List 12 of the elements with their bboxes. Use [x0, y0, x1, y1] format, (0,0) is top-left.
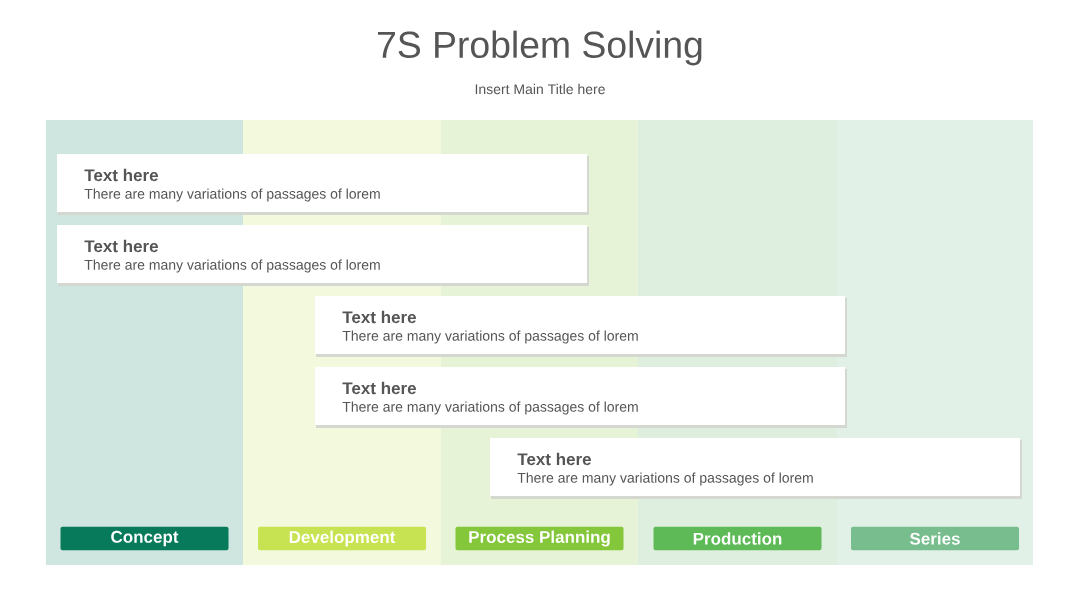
phase-label: Concept	[60, 526, 229, 551]
text-card: Text here There are many variations of passages of lorem	[57, 154, 589, 215]
title: 7S Problem Solving	[378, 30, 702, 66]
phase-label: Production	[653, 526, 822, 551]
phase-label: Process Planning	[455, 526, 624, 551]
text-card: Text here There are many variations of passages of lorem	[315, 296, 847, 357]
subtitle: Insert Main Title here	[475, 83, 605, 95]
phase-label: Series	[851, 526, 1019, 551]
phase-label: Development	[258, 526, 426, 551]
text-card: Text here There are many variations of passages of lorem	[490, 438, 1022, 499]
text-card: Text here There are many variations of passages of lorem	[57, 225, 589, 286]
text-card: Text here There are many variations of passages of lorem	[315, 367, 847, 428]
